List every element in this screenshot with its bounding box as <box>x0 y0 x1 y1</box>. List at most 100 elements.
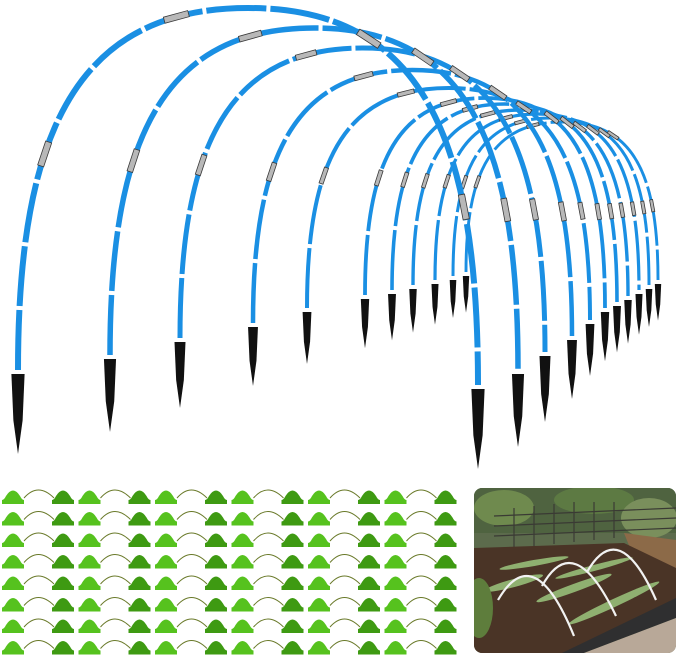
hoop-connector <box>355 28 382 49</box>
hoop-connector <box>649 199 656 213</box>
hoop-connector <box>396 88 415 98</box>
hoop-connector <box>594 202 602 221</box>
ground-stake <box>409 289 417 333</box>
ground-stake <box>635 294 643 335</box>
ground-stake <box>471 389 485 469</box>
greenhouse-hoops <box>11 4 662 469</box>
snap-clip <box>384 532 457 547</box>
snap-clip <box>231 489 304 504</box>
snap-clip <box>231 511 304 526</box>
hoop-connector <box>353 70 374 82</box>
hoop-connector <box>629 201 637 217</box>
hoop <box>431 112 643 335</box>
snap-clip <box>231 554 304 569</box>
snap-clip <box>231 640 304 655</box>
ground-stake <box>645 289 653 327</box>
ground-stake <box>600 312 610 362</box>
hoop-connector <box>640 200 647 215</box>
snap-clip <box>308 640 380 655</box>
ground-stake <box>462 276 470 313</box>
ground-stake <box>654 284 662 321</box>
snap-clip <box>78 597 151 612</box>
hoop-connector <box>543 110 560 125</box>
snap-clip <box>384 640 457 655</box>
hoop-connector <box>194 153 208 177</box>
ground-stake <box>624 300 632 344</box>
snap-clip <box>2 554 74 569</box>
ground-stake <box>103 359 117 432</box>
hoop-connector <box>529 198 539 221</box>
snap-clip <box>78 554 151 569</box>
snap-clip <box>155 597 227 612</box>
snap-clip <box>155 618 227 633</box>
hoop-connector <box>500 197 512 223</box>
ground-stake <box>613 306 621 353</box>
snap-clip <box>384 554 457 569</box>
snap-clip <box>2 618 74 633</box>
hoop-connector <box>400 171 410 189</box>
hoop <box>462 120 662 321</box>
hoop-connector <box>514 100 533 115</box>
hoop-connector <box>420 173 430 189</box>
hoop-connector <box>597 127 611 139</box>
hoop-connector <box>606 129 620 141</box>
snap-clip <box>231 597 304 612</box>
hoop <box>11 4 485 469</box>
snap-clip <box>231 532 304 547</box>
ground-stake <box>585 324 595 376</box>
snap-clip <box>155 511 227 526</box>
hoop-connector <box>449 64 471 83</box>
snap-clip <box>155 554 227 569</box>
hoop-connector <box>162 10 190 24</box>
ground-stake <box>248 327 258 386</box>
snap-clip <box>308 575 380 590</box>
snap-clip <box>2 489 74 504</box>
snap-clip <box>308 489 380 504</box>
ground-stake <box>431 284 439 325</box>
hoop <box>302 85 595 376</box>
hoop-connector <box>457 193 470 221</box>
ground-stake <box>567 340 577 399</box>
snap-clip <box>384 575 457 590</box>
snap-clip <box>308 597 380 612</box>
hoop-connector <box>439 98 458 108</box>
snap-clip <box>384 511 457 526</box>
hoop-connector <box>318 166 330 185</box>
hoop-connector <box>559 115 575 130</box>
snap-clip <box>384 597 457 612</box>
hoop-connector <box>572 120 588 134</box>
hoop-connector <box>618 202 626 219</box>
snap-clip <box>78 489 151 504</box>
snap-clip <box>2 597 74 612</box>
hoop-connector <box>411 47 435 67</box>
ground-stake <box>302 312 312 364</box>
snap-clip <box>231 618 304 633</box>
snap-clip <box>2 575 74 590</box>
snap-clip <box>384 489 457 504</box>
ground-stake <box>511 374 525 447</box>
hoop-connector <box>126 148 141 174</box>
snap-clip <box>155 489 227 504</box>
inset-garden-photo <box>474 488 676 653</box>
hoop <box>174 45 551 422</box>
hoop-connector <box>585 123 600 136</box>
ground-stake <box>388 294 396 341</box>
hoop-connector <box>373 169 384 187</box>
snap-clip <box>2 511 74 526</box>
hoop-connector <box>442 173 451 189</box>
hoop <box>388 102 621 353</box>
ground-stake <box>174 342 186 408</box>
hoop-connector <box>607 202 615 220</box>
hoop-connector <box>237 29 263 43</box>
ground-stake <box>360 299 370 349</box>
hoop <box>248 67 577 399</box>
ground-stake <box>449 280 457 318</box>
snap-clip <box>384 618 457 633</box>
hoop <box>103 25 525 447</box>
hoop-connector <box>488 84 508 101</box>
hoop-connector <box>37 140 53 168</box>
snap-clip <box>155 640 227 655</box>
snap-clip <box>308 554 380 569</box>
snap-clip <box>155 575 227 590</box>
snap-clip <box>78 618 151 633</box>
